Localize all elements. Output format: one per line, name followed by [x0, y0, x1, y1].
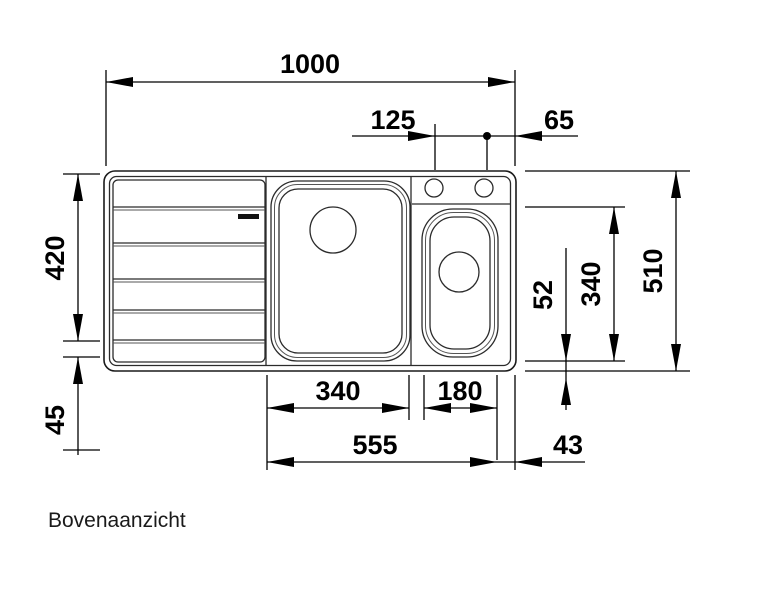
groove	[113, 206, 265, 211]
tap-holes	[412, 178, 510, 205]
main-bowl	[270, 180, 411, 362]
dimension-tap-offsets: 125 65	[352, 105, 578, 170]
main-bowl-basin	[278, 188, 403, 354]
dimension-label-43: 43	[553, 430, 583, 460]
dimension-main-bowl-width: 340	[266, 375, 410, 420]
drainboard	[112, 179, 266, 363]
dimension-label-45: 45	[40, 405, 70, 435]
dimension-label-180: 180	[437, 376, 482, 406]
dimension-label-65: 65	[544, 105, 574, 135]
small-bowl-rim-outer	[421, 208, 499, 358]
sink-part	[103, 170, 517, 372]
groove	[113, 278, 265, 283]
small-bowl-rim-mid	[425, 212, 495, 354]
groove	[113, 242, 265, 247]
groove	[113, 339, 265, 344]
tap-hole-left	[424, 178, 444, 198]
main-bowl-rim-outer	[270, 180, 411, 362]
dimension-small-bowl-width: 180	[423, 375, 498, 460]
dimension-label-510: 510	[638, 248, 668, 293]
small-bowl	[421, 208, 499, 358]
dimension-overall-width: 1000	[105, 49, 516, 166]
small-bowl-drain	[438, 251, 480, 293]
manufacturer-logo	[238, 214, 259, 219]
main-bowl-drain	[309, 206, 357, 254]
dimension-overall-depth: 510	[525, 170, 690, 372]
groove	[113, 309, 265, 314]
tap-center-marker	[483, 132, 491, 140]
view-caption: Bovenaanzicht	[48, 509, 186, 532]
dimension-label-125: 125	[370, 105, 415, 135]
dimension-label-340-depth: 340	[576, 261, 606, 306]
dimension-small-bowl-depth: 340	[525, 206, 625, 362]
dimension-front-rim: 45	[40, 356, 100, 455]
dimension-label-420: 420	[40, 235, 70, 280]
sink-outer-edge	[103, 170, 517, 372]
dimension-back-rim: 52	[528, 248, 571, 410]
dimension-bowl-group-width: 555	[266, 420, 497, 470]
small-bowl-basin	[429, 216, 491, 350]
main-bowl-rim-mid	[274, 184, 407, 358]
tap-hole-right	[474, 178, 494, 198]
dimension-drainboard-depth: 420	[40, 173, 100, 342]
drainboard-panel	[112, 179, 266, 363]
dimension-label-555: 555	[352, 430, 397, 460]
dimension-label-52: 52	[528, 280, 558, 310]
dimension-label-340-width: 340	[315, 376, 360, 406]
sink-inner-edge	[108, 175, 512, 367]
dimension-right-rim: 43	[497, 375, 585, 470]
dimension-label-1000: 1000	[280, 49, 340, 79]
drainboard-grooves	[113, 206, 265, 344]
